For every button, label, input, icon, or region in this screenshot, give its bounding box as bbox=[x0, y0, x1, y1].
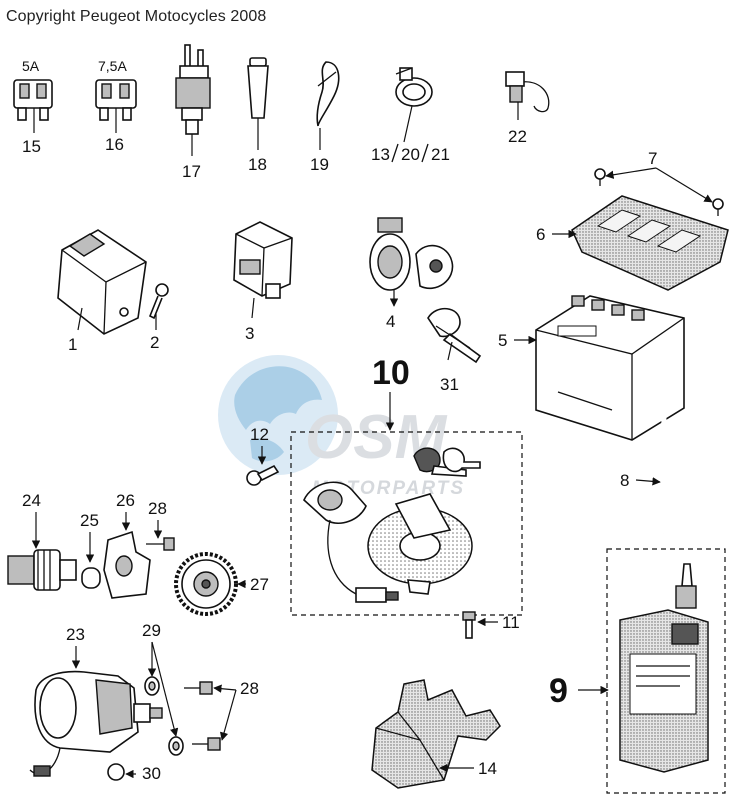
part-starter-gear: 27 bbox=[174, 552, 269, 616]
callout-26: 26 bbox=[116, 491, 135, 510]
part-relay: 3 bbox=[233, 221, 293, 343]
callout-28-top: 28 bbox=[148, 499, 167, 518]
callout-21: 21 bbox=[431, 145, 450, 164]
callout-3: 3 bbox=[245, 324, 254, 343]
callout-6: 6 bbox=[536, 225, 545, 244]
part-washers: 29 bbox=[142, 621, 184, 756]
part-lock-set: 10 bbox=[290, 354, 523, 616]
part-sleeve: 18 bbox=[247, 57, 269, 174]
part-starter-drive: 24 bbox=[7, 491, 77, 591]
part-starter-motor: 23 bbox=[29, 625, 163, 777]
callout-7: 7 bbox=[648, 149, 657, 168]
part-battery-cover: 6 bbox=[536, 195, 729, 291]
callout-20: 20 bbox=[401, 145, 420, 164]
callout-5: 5 bbox=[498, 331, 507, 350]
callout-18: 18 bbox=[248, 155, 267, 174]
part-screw-11: 11 bbox=[462, 611, 520, 639]
part-fuse-7-5a: 7,5A 16 bbox=[95, 58, 137, 154]
callout-16: 16 bbox=[105, 135, 124, 154]
watermark: OSM MOTORPARTS bbox=[218, 355, 463, 499]
callout-11: 11 bbox=[502, 613, 520, 632]
callout-10: 10 bbox=[372, 354, 410, 392]
callout-22: 22 bbox=[508, 127, 527, 146]
callout-24: 24 bbox=[22, 491, 41, 510]
callout-27: 27 bbox=[250, 575, 269, 594]
part-clip: 22 bbox=[505, 71, 550, 146]
callout-14: 14 bbox=[478, 759, 497, 778]
part-o-ring: 30 bbox=[107, 763, 161, 783]
callout-4: 4 bbox=[386, 312, 395, 331]
callout-2: 2 bbox=[150, 333, 159, 352]
part-keys-31: 31 bbox=[427, 307, 482, 394]
callout-28-lower: 28 bbox=[240, 679, 259, 698]
part-bolt-28-top: 28 bbox=[146, 499, 175, 551]
callout-8: 8 bbox=[620, 471, 629, 490]
part-battery-tray: 14 bbox=[371, 679, 501, 789]
callout-23: 23 bbox=[66, 625, 85, 644]
callout-15: 15 bbox=[22, 137, 41, 156]
callout-30: 30 bbox=[142, 764, 161, 783]
part-cable-tie: 19 bbox=[310, 61, 340, 174]
copyright-text: Copyright Peugeot Motocycles 2008 bbox=[6, 8, 267, 25]
callout-9: 9 bbox=[549, 672, 568, 710]
fuse-rating-15: 5A bbox=[22, 58, 40, 74]
fuse-rating-16: 7,5A bbox=[98, 58, 127, 74]
part-breather-hose: 8 bbox=[620, 417, 668, 535]
part-bush: 25 bbox=[80, 511, 101, 589]
part-clamp: 13 20 21 bbox=[371, 67, 450, 164]
part-fuse-5a: 5A 15 bbox=[13, 58, 53, 156]
callout-31: 31 bbox=[440, 375, 459, 394]
part-battery: 5 bbox=[498, 295, 685, 441]
part-screw-2: 2 bbox=[148, 283, 169, 352]
part-screw-12: 12 bbox=[246, 425, 280, 486]
watermark-continent bbox=[234, 366, 322, 430]
part-acid-pack: 9 bbox=[549, 548, 726, 794]
callout-12: 12 bbox=[250, 425, 269, 444]
part-ignition-lock: 4 bbox=[369, 217, 454, 331]
part-regulator: 1 bbox=[57, 229, 147, 354]
callout-17: 17 bbox=[182, 162, 201, 181]
callout-29: 29 bbox=[142, 621, 161, 640]
part-brake-switch: 17 bbox=[175, 44, 211, 181]
part-screws: 7 bbox=[594, 149, 724, 216]
callout-19: 19 bbox=[310, 155, 329, 174]
part-bolts-28-lower: 28 bbox=[184, 679, 259, 751]
callout-25: 25 bbox=[80, 511, 99, 530]
acid-pack-frame bbox=[606, 548, 726, 794]
callout-1: 1 bbox=[68, 335, 77, 354]
part-starter-bracket: 26 bbox=[103, 491, 151, 599]
callout-13: 13 bbox=[371, 145, 390, 164]
